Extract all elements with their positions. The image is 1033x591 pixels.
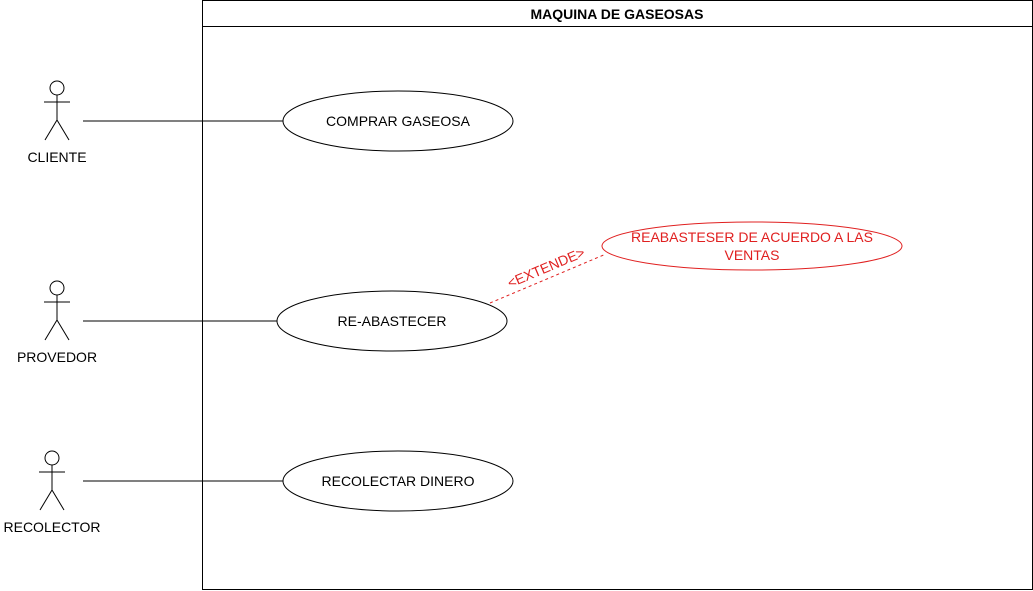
use-case-ellipse [276, 290, 508, 352]
actor-leg-right [56, 119, 70, 141]
actor-cliente[interactable] [44, 80, 70, 141]
actor-leg-left [44, 119, 58, 141]
actor-head [49, 280, 65, 296]
actor-head [49, 80, 65, 96]
use-case-comprar-gaseosa[interactable]: COMPRAR GASEOSA [282, 90, 514, 152]
actor-head [44, 450, 60, 466]
actor-leg-right [56, 319, 70, 341]
actor-leg-left [44, 319, 58, 341]
actor-provedor[interactable] [44, 280, 70, 341]
use-case-label-line1: REABASTESER DE ACUERDO A LAS [631, 229, 873, 245]
use-case-recolectar-dinero[interactable]: RECOLECTAR DINERO [282, 450, 514, 512]
use-case-ellipse [282, 450, 514, 512]
extend-relation-line [489, 253, 607, 304]
use-case-label: COMPRAR GASEOSA [326, 113, 471, 129]
use-case-label: RECOLECTAR DINERO [322, 473, 475, 489]
use-case-label-line2: VENTAS [725, 247, 780, 263]
actor-label-recolector: RECOLECTOR [4, 519, 101, 535]
actor-recolector[interactable] [39, 450, 65, 511]
actor-label-provedor: PROVEDOR [17, 349, 97, 365]
actor-label-cliente: CLIENTE [27, 149, 86, 165]
system-title: MAQUINA DE GASEOSAS [531, 6, 704, 22]
use-case-re-abastecer[interactable]: RE-ABASTECER [276, 290, 508, 352]
use-case-ellipse [601, 221, 903, 271]
actor-leg-right [51, 489, 65, 511]
use-case-ellipse [282, 90, 514, 152]
actor-leg-left [39, 489, 53, 511]
use-case-reabasteser-ventas[interactable]: REABASTESER DE ACUERDO A LAS VENTAS [601, 221, 903, 271]
use-case-label: RE-ABASTECER [338, 313, 447, 329]
